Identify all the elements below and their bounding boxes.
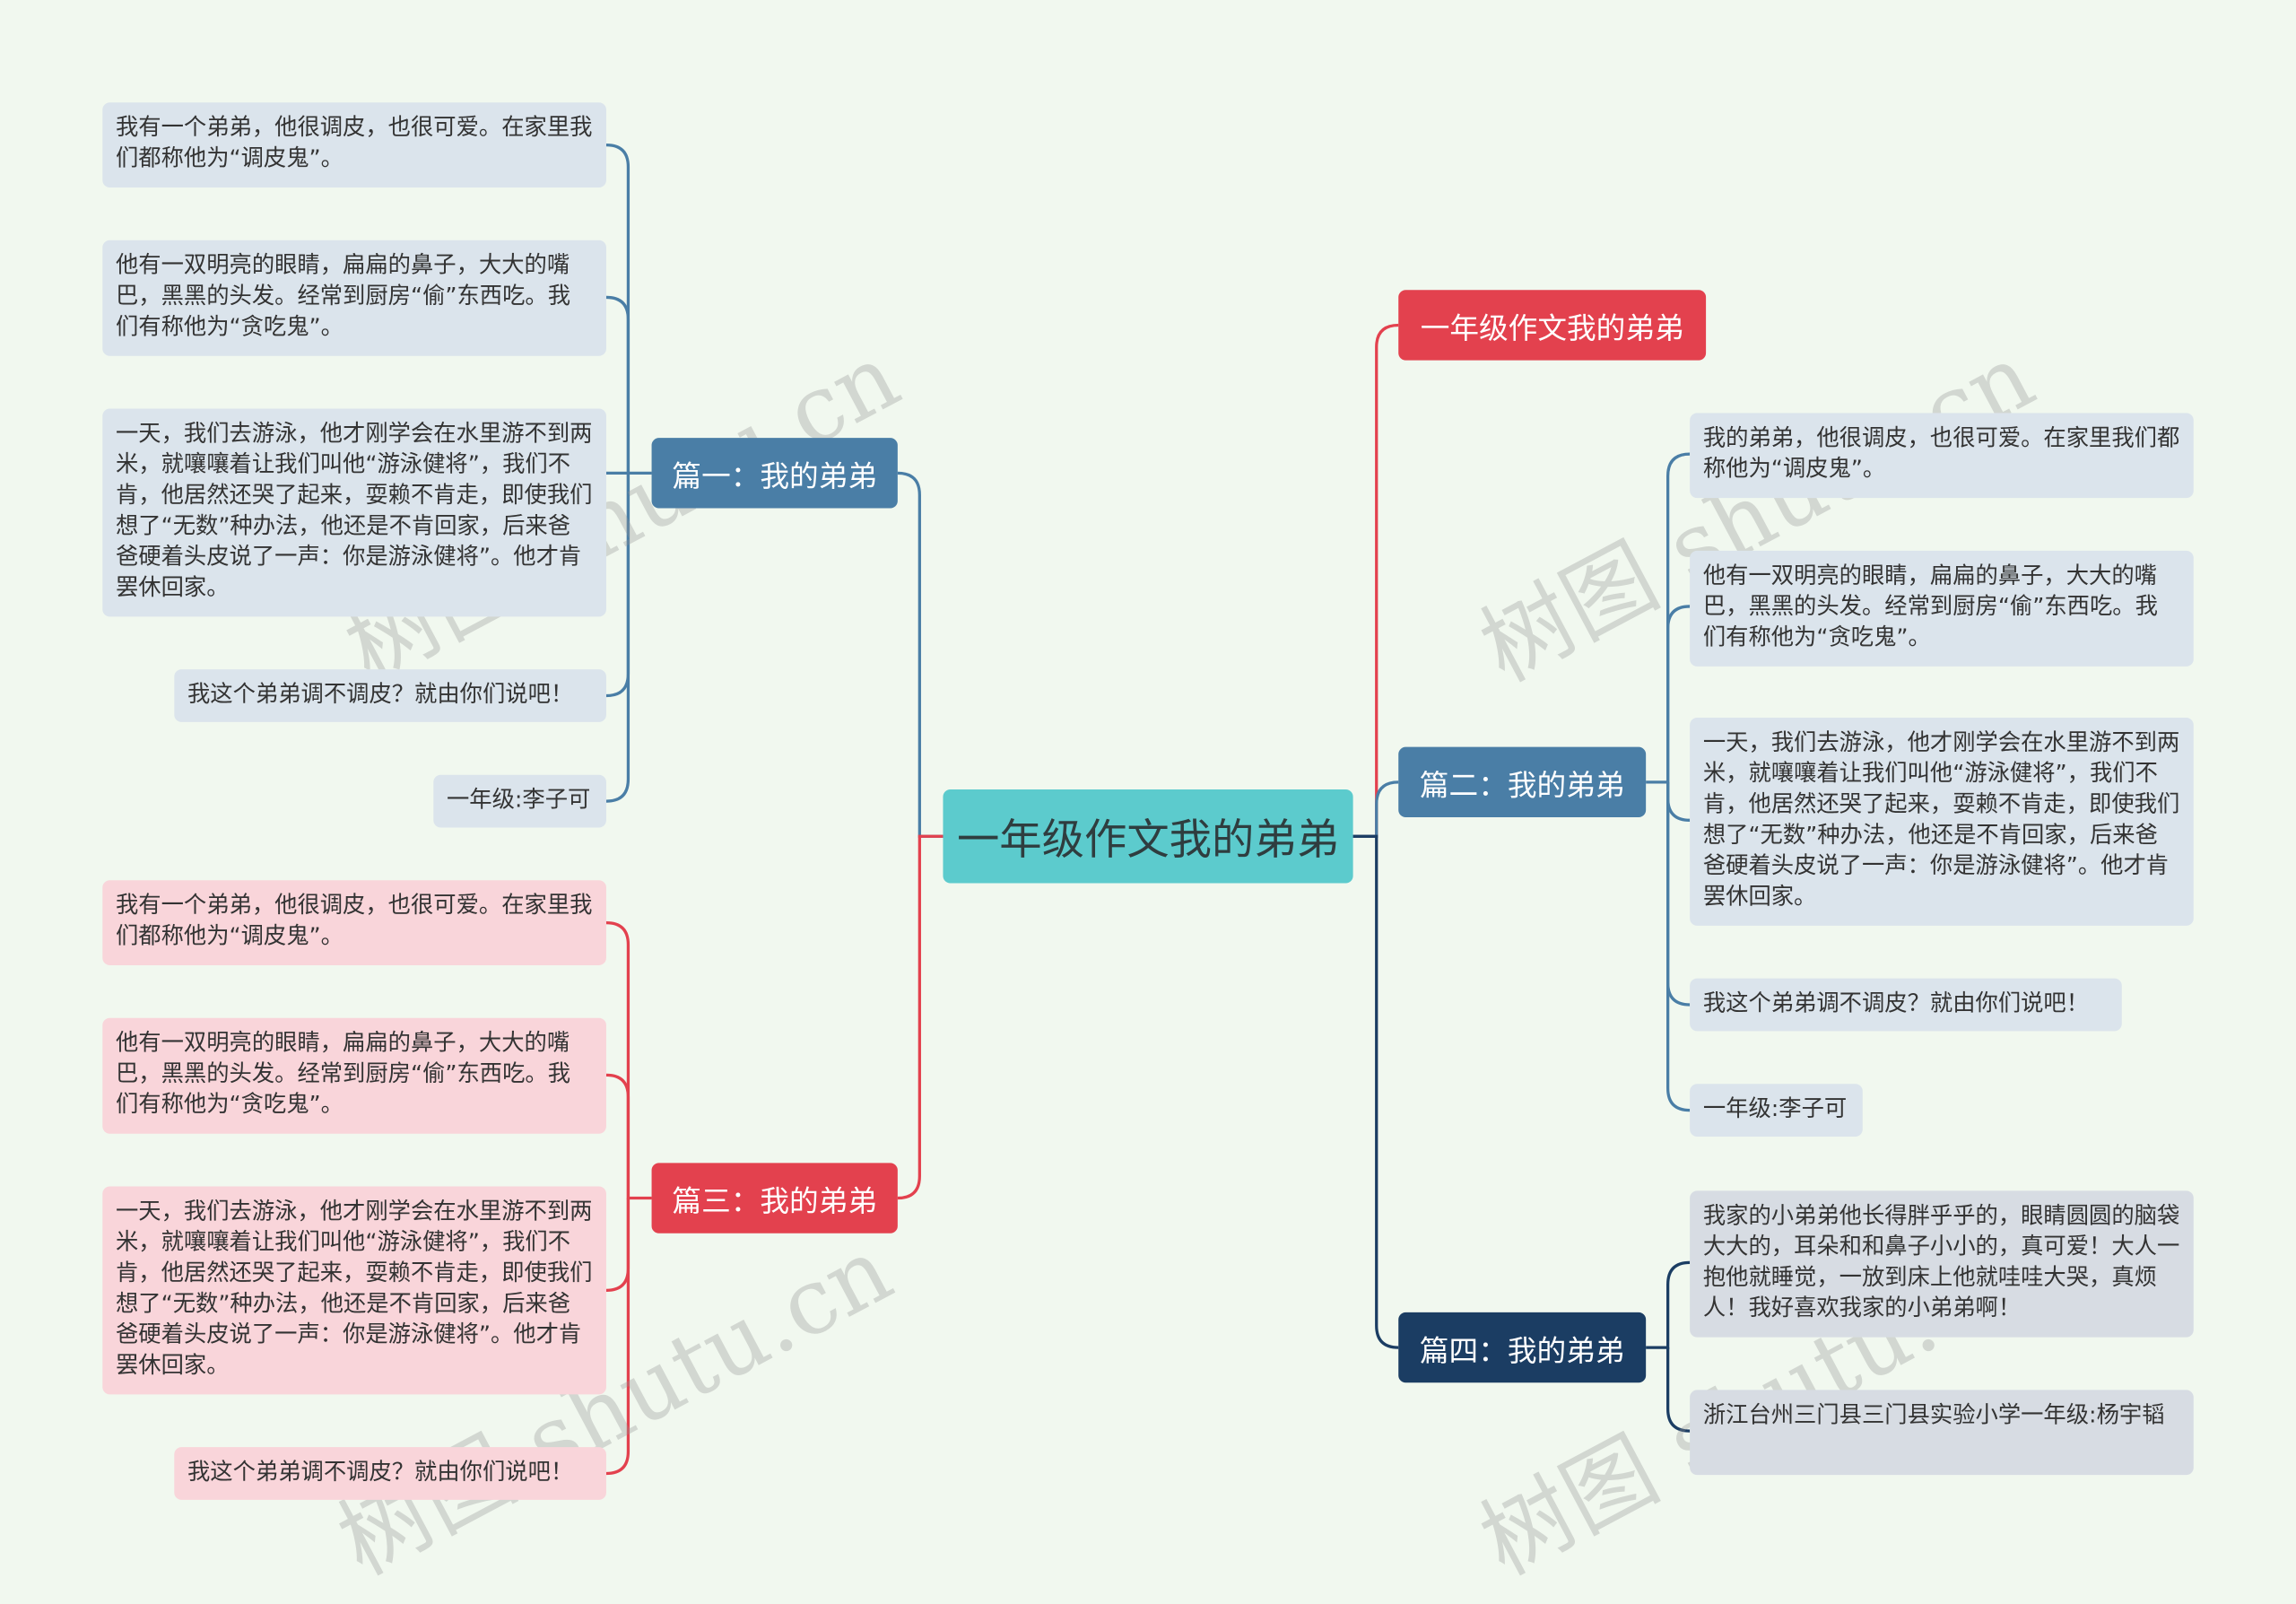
title-node[interactable]: 一年级作文我的弟弟: [1398, 290, 1707, 361]
connector-root-title: [1352, 323, 1399, 838]
leaf-node[interactable]: 他有一双明亮的眼睛，扁扁的鼻子，大大的嘴巴，黑黑的头发。经常到厨房“偷”东西吃。…: [102, 240, 606, 356]
root-node[interactable]: 一年级作文我的弟弟: [943, 789, 1353, 884]
connector-b2-leaf: [1666, 781, 1691, 1007]
connector-b3-leaf: [605, 1073, 631, 1199]
leaf-node[interactable]: 我这个弟弟调不调皮？就由你们说吧！: [1690, 978, 2122, 1032]
connector-b4-leaf: [1646, 1260, 1691, 1349]
leaf-node[interactable]: 一年级:李子可: [433, 774, 606, 828]
branch-node-b4[interactable]: 篇四：我的弟弟: [1398, 1312, 1647, 1383]
connector-b3-leaf: [605, 1198, 631, 1476]
leaf-node[interactable]: 浙江台州三门县三门县实验小学一年级:杨宇韬: [1690, 1390, 2194, 1476]
connector-b4-leaf: [1666, 1347, 1691, 1433]
branch-node-b3[interactable]: 篇三：我的弟弟: [651, 1163, 898, 1234]
connector-b2-leaf: [1666, 781, 1691, 822]
connector-b2-leaf: [1646, 452, 1691, 784]
leaf-node[interactable]: 一年级:李子可: [1690, 1084, 1863, 1137]
connector-b2-leaf: [1666, 605, 1691, 782]
leaf-node[interactable]: 我有一个弟弟，他很调皮，也很可爱。在家里我们都称他为“调皮鬼”。: [102, 102, 606, 187]
connector-b1-leaf: [605, 144, 652, 475]
connector-root-b4: [1352, 834, 1399, 1349]
connector-root-b3: [897, 834, 944, 1200]
leaf-node[interactable]: 他有一双明亮的眼睛，扁扁的鼻子，大大的嘴巴，黑黑的头发。经常到厨房“偷”东西吃。…: [102, 1017, 606, 1134]
leaf-node[interactable]: 一天，我们去游泳，他才刚学会在水里游不到两米，就嚷嚷着让我们叫他“游泳健将”，我…: [102, 1186, 606, 1395]
leaf-node[interactable]: 我这个弟弟调不调皮？就由你们说吧！: [174, 669, 606, 722]
leaf-node[interactable]: 他有一双明亮的眼睛，扁扁的鼻子，大大的嘴巴，黑黑的头发。经常到厨房“偷”东西吃。…: [1690, 550, 2194, 667]
connector-b1-leaf: [605, 295, 631, 474]
leaf-node[interactable]: 一天，我们去游泳，他才刚学会在水里游不到两米，就嚷嚷着让我们叫他“游泳健将”，我…: [1690, 718, 2194, 926]
connector-root-b2: [1352, 780, 1399, 838]
connector-b1-leaf: [605, 473, 631, 803]
connector-root-b1: [897, 471, 944, 838]
leaf-node[interactable]: 一天，我们去游泳，他才刚学会在水里游不到两米，就嚷嚷着让我们叫他“游泳健将”，我…: [102, 408, 606, 617]
connector-b2-leaf: [1666, 781, 1691, 1112]
leaf-node[interactable]: 我的弟弟，他很调皮，也很可爱。在家里我们都称他为“调皮鬼”。: [1690, 413, 2194, 499]
branch-node-b2[interactable]: 篇二：我的弟弟: [1398, 746, 1647, 818]
leaf-node[interactable]: 我这个弟弟调不调皮？就由你们说吧！: [174, 1447, 606, 1500]
branch-node-b1[interactable]: 篇一：我的弟弟: [651, 438, 898, 509]
connector-b3-leaf: [605, 1198, 631, 1293]
connector-b3-leaf: [605, 920, 652, 1200]
leaf-node[interactable]: 我有一个弟弟，他很调皮，也很可爱。在家里我们都称他为“调皮鬼”。: [102, 880, 606, 965]
leaf-node[interactable]: 我家的小弟弟他长得胖乎乎的，眼睛圆圆的脑袋大大的，耳朵和和鼻子小小的，真可爱！大…: [1690, 1190, 2194, 1338]
